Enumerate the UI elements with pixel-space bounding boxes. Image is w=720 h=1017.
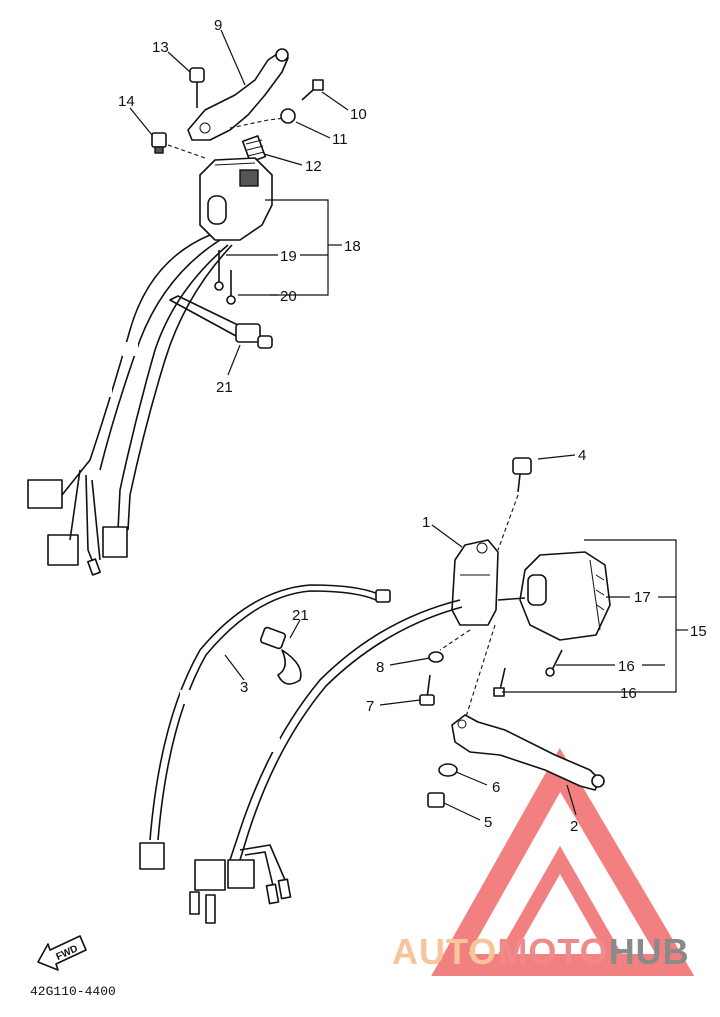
watermark-moto: MOTO <box>497 931 608 972</box>
callout-10: 10 <box>350 106 367 123</box>
callout-12: 12 <box>305 158 322 175</box>
fwd-arrow-icon: FWD <box>37 935 87 971</box>
right-handlebar-switch-17 <box>519 551 611 641</box>
cable-tie-21-bottom <box>259 626 302 685</box>
connector-left-1 <box>27 479 63 509</box>
lever-holder-1 <box>451 539 499 626</box>
watermark-hub: HUB <box>609 931 690 972</box>
nut-11 <box>280 108 296 124</box>
watermark-text: AUTOMOTOHUB <box>392 931 690 972</box>
cable-3 <box>139 584 391 870</box>
connector-left-3 <box>102 526 128 558</box>
screw-19 <box>214 250 224 291</box>
callout-19: 19 <box>280 248 297 265</box>
cable-tie-21-top <box>169 295 273 349</box>
washer-6 <box>438 763 458 777</box>
bolt-4 <box>512 457 532 493</box>
callout-14: 14 <box>118 93 135 110</box>
nut-14 <box>151 132 167 154</box>
screw-20 <box>226 270 236 305</box>
callout-13: 13 <box>152 39 169 56</box>
callout-8: 8 <box>376 659 384 676</box>
callout-21-top: 21 <box>216 379 233 396</box>
left-switch-harness <box>27 234 233 576</box>
callout-labels: 9 13 14 10 11 12 18 19 20 21 4 1 17 15 2… <box>118 17 707 835</box>
callout-7: 7 <box>366 698 374 715</box>
connector-right-2 <box>227 859 255 889</box>
callout-15: 15 <box>690 623 707 640</box>
callout-5: 5 <box>484 814 492 831</box>
callout-6: 6 <box>492 779 500 796</box>
callout-21-bottom: 21 <box>292 607 309 624</box>
callout-2: 2 <box>570 818 578 835</box>
left-handlebar-switch <box>199 157 273 241</box>
watermark-logo <box>431 747 695 976</box>
callout-11: 11 <box>332 131 348 148</box>
svg-text:AUTOMOTOHUB: AUTOMOTOHUB <box>392 931 690 972</box>
connector-left-2 <box>47 534 79 566</box>
diagram-code: 42G110-4400 <box>30 984 116 999</box>
callout-4: 4 <box>578 447 586 464</box>
bolt-7 <box>419 674 435 706</box>
callout-1: 1 <box>422 514 430 531</box>
callout-16-upper: 16 <box>618 658 635 675</box>
bolt-10 <box>301 79 324 101</box>
screw-16-upper <box>545 649 563 677</box>
callout-18: 18 <box>344 238 361 255</box>
lever-2 <box>451 714 605 791</box>
connector-right-1 <box>194 859 226 891</box>
callout-20: 20 <box>280 288 297 305</box>
callout-3: 3 <box>240 679 248 696</box>
washer-8 <box>428 651 444 663</box>
nut-5 <box>427 792 445 808</box>
watermark-auto: AUTO <box>392 931 497 972</box>
lever-9 <box>187 48 289 141</box>
right-switch-harness <box>189 597 526 924</box>
callout-16-lower: 16 <box>620 685 637 702</box>
callout-17: 17 <box>634 589 651 606</box>
callout-9: 9 <box>214 17 222 34</box>
bolt-13 <box>189 67 205 108</box>
spring-12 <box>241 135 267 163</box>
